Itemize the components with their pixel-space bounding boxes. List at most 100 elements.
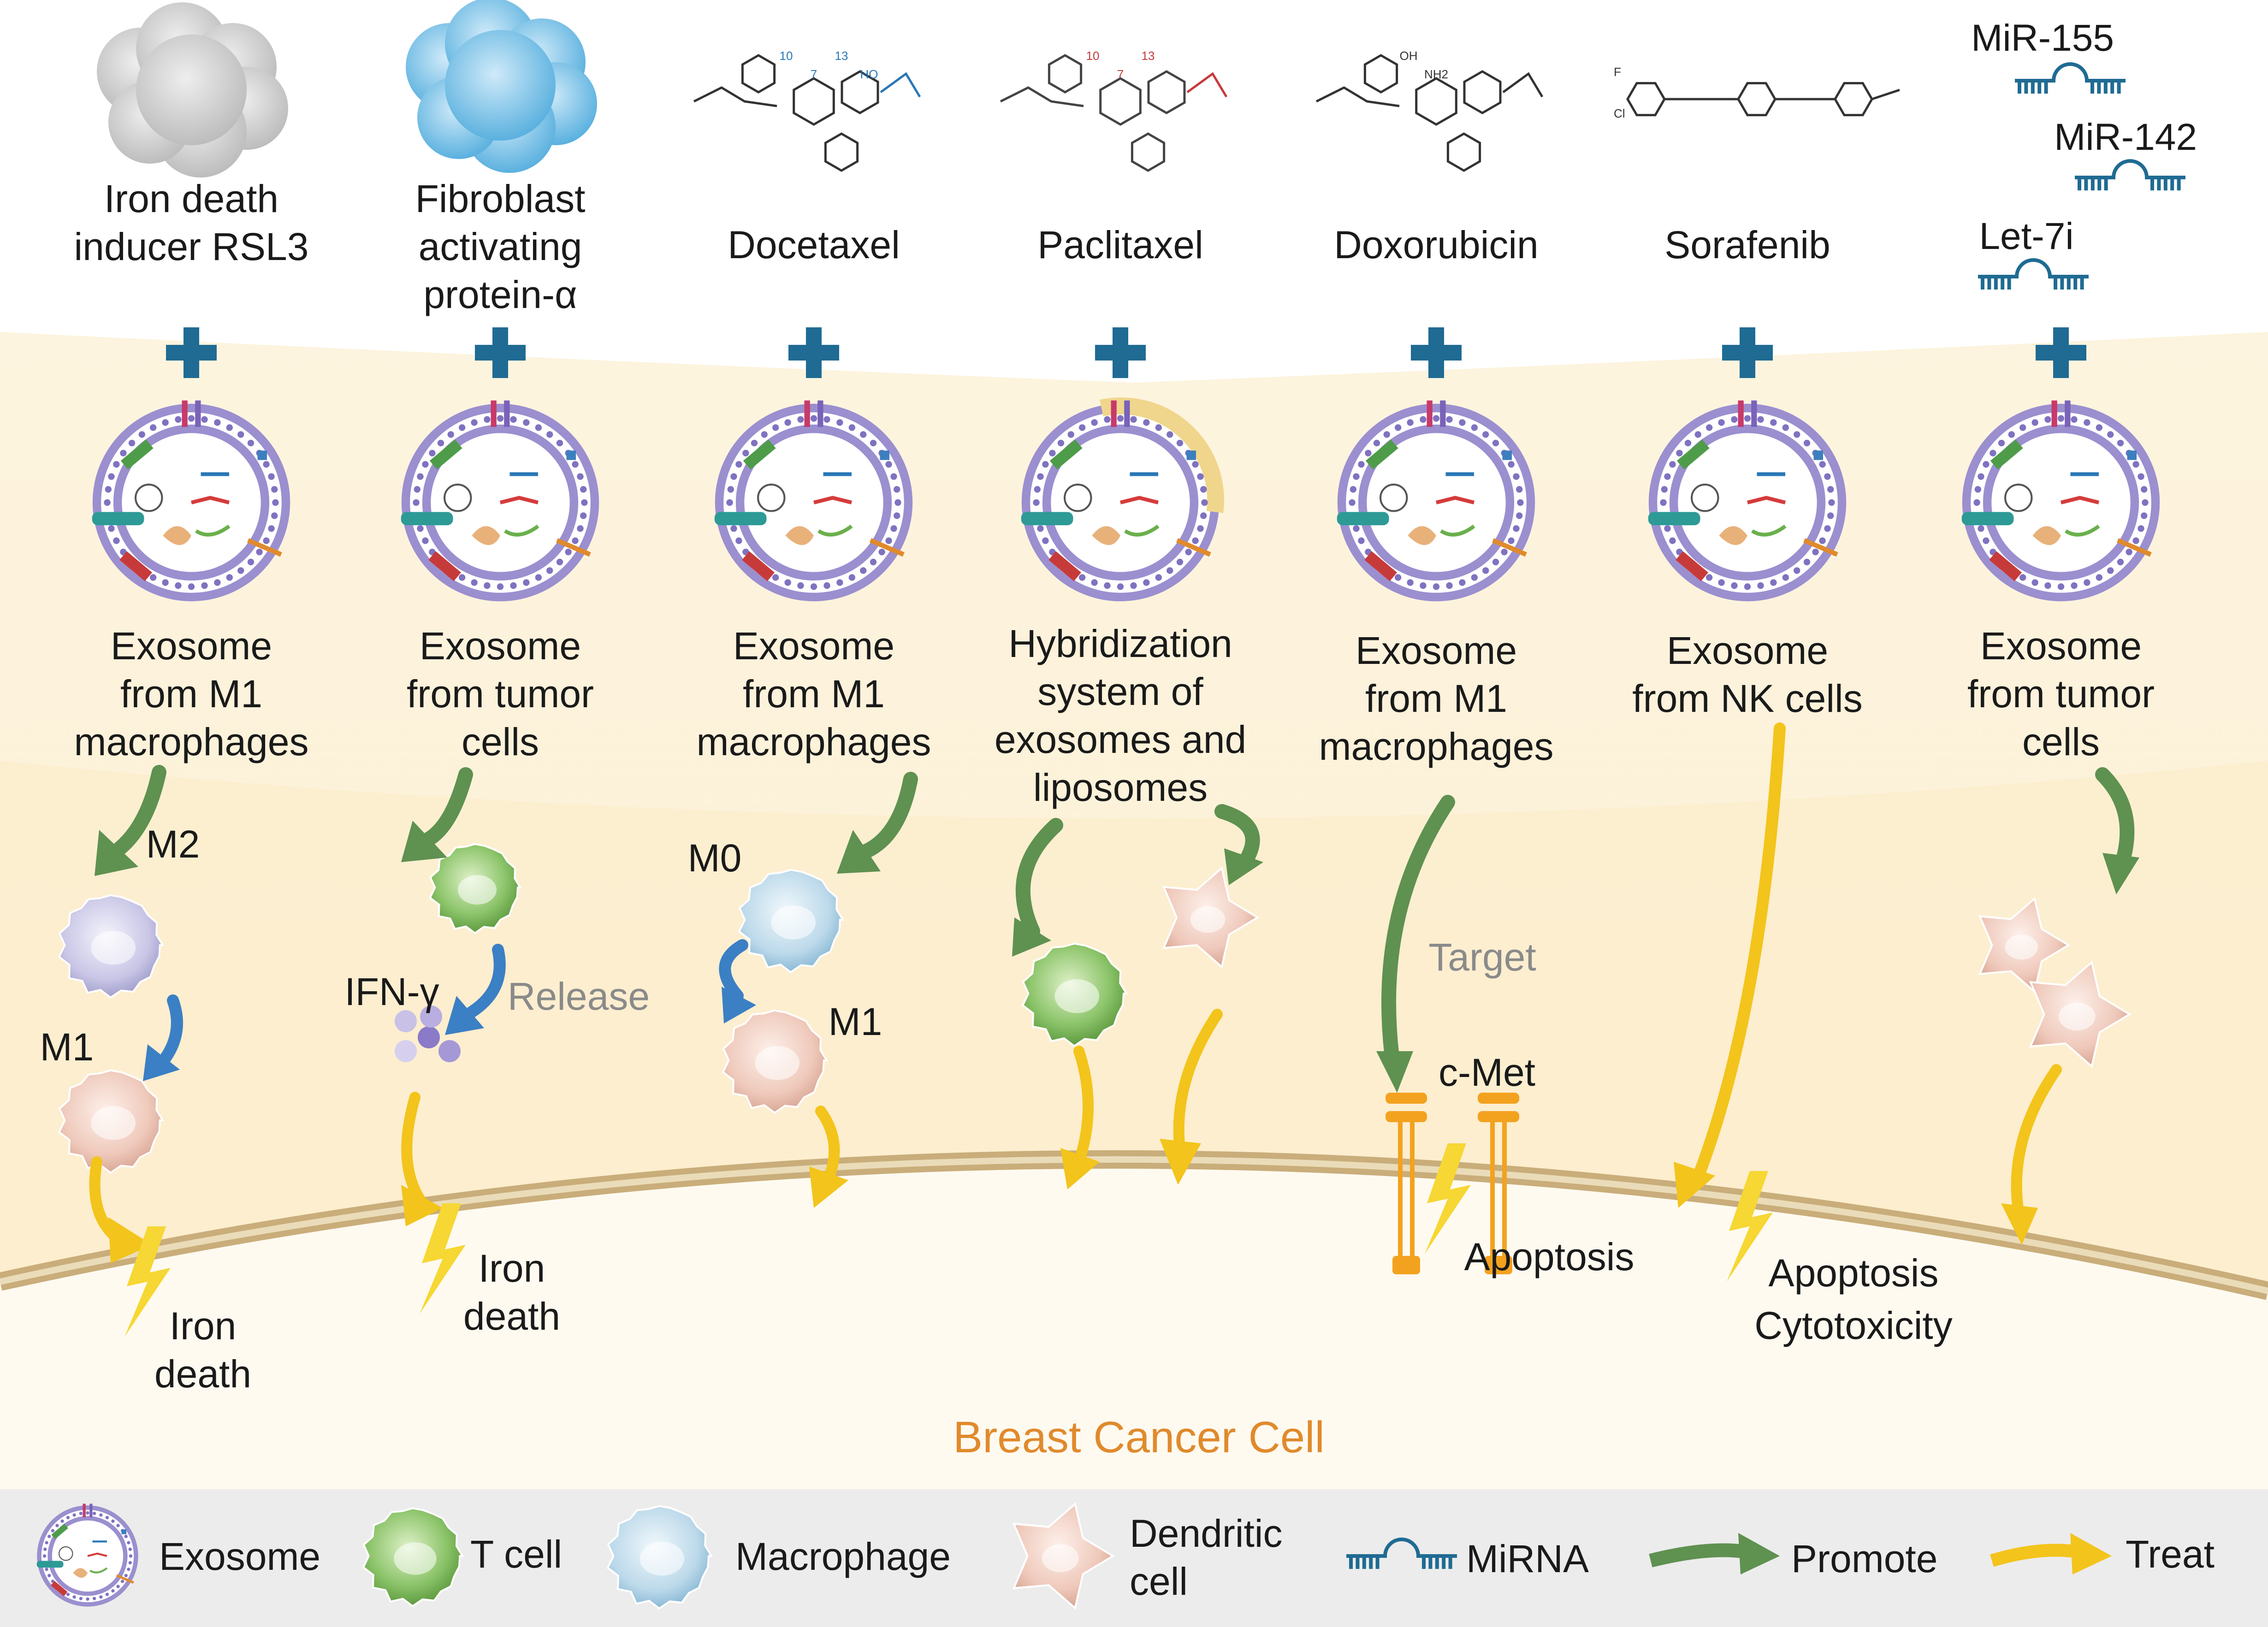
plus-icon: [1095, 327, 1146, 378]
treat-arrow: [89, 1156, 152, 1263]
exosome-carrier: [1961, 400, 2160, 602]
atom-label: 10: [780, 49, 793, 63]
atom-label: F: [1614, 65, 1621, 79]
macrophage-m1: [722, 1009, 829, 1114]
treat-arrow: [1674, 722, 1786, 1208]
legend-label: Macrophage: [735, 1535, 951, 1578]
sorafenib-structure-icon: F Cl: [1614, 65, 1900, 120]
dendritic-cell: [1162, 866, 1260, 969]
lightning-icon: [124, 1226, 171, 1337]
carrier-label: from tumor: [1967, 672, 2155, 716]
outcome-label: Cytotoxicity: [1754, 1304, 1952, 1347]
atom-label: 13: [1142, 49, 1155, 63]
legend-label: Promote: [1791, 1537, 1937, 1580]
atom-label: 7: [811, 67, 817, 81]
target-label: Target: [1428, 935, 1536, 979]
plus-icon: [1411, 327, 1462, 378]
cargo-label: protein-α: [423, 273, 577, 316]
promote-arrow: [1376, 795, 1455, 1093]
exosome-carrier: [401, 400, 599, 602]
plus-icon: [788, 327, 839, 378]
atom-label: HO: [860, 67, 878, 81]
breast-cancer-cell: [0, 1159, 2268, 1489]
carrier-label: liposomes: [1033, 766, 1208, 809]
carrier-label: Exosome: [733, 624, 894, 668]
carrier-label: exosomes and: [995, 718, 1246, 761]
legend-label: MiRNA: [1466, 1537, 1589, 1580]
promote-arrow: [837, 772, 918, 874]
c-met-receptor: [1386, 1093, 1427, 1274]
promote-arrow: [1012, 818, 1063, 957]
lightning-icon: [1727, 1171, 1773, 1282]
cargo-label: Paclitaxel: [1037, 223, 1203, 266]
promote-arrow: [401, 767, 473, 862]
promote-arrow: [95, 765, 166, 876]
atom-label: 10: [1086, 49, 1100, 63]
macrophage-m1: [58, 1069, 165, 1174]
mirna-label: MiR-142: [2054, 116, 2197, 158]
cargo-label: Sorafenib: [1664, 223, 1830, 266]
macrophage-icon: [606, 1505, 713, 1610]
m2-label: M2: [146, 822, 200, 866]
legend-label: T cell: [470, 1532, 562, 1576]
m1-label: M1: [40, 1025, 94, 1069]
mirna-142-icon: [2075, 159, 2185, 190]
promote-arrow: [2095, 767, 2139, 894]
t-cell-icon: [362, 1507, 464, 1608]
atom-label: 13: [835, 49, 848, 63]
cargo-label: Doxorubicin: [1334, 223, 1539, 266]
carrier-label: Exosome: [1667, 629, 1828, 672]
carrier-label: Exosome: [1980, 624, 2142, 668]
let-7i-icon: [1978, 258, 2089, 290]
atom-label: Cl: [1614, 106, 1625, 120]
outcome-label: Iron: [170, 1304, 237, 1348]
c-met-receptor: [1478, 1093, 1519, 1274]
carrier-label: macrophages: [1319, 725, 1554, 768]
carrier-label: cells: [2022, 720, 2100, 763]
protein-blob-grey-icon: [97, 2, 288, 177]
c-met-label: c-Met: [1439, 1051, 1535, 1094]
carrier-label: Exosome: [1356, 629, 1517, 672]
cargo-label: activating: [419, 225, 582, 268]
macrophage-m2: [58, 894, 165, 999]
plus-icon: [475, 327, 526, 378]
treat-arrow: [1060, 1046, 1100, 1189]
treat-arrow: [2001, 1064, 2062, 1245]
carrier-label: from M1: [743, 672, 885, 716]
carrier-label: Hybridization: [1008, 622, 1232, 665]
carrier-label: macrophages: [74, 720, 309, 763]
atom-label: 7: [1117, 67, 1124, 81]
promote-arrow: [1214, 804, 1263, 885]
legend-label: cell: [1130, 1560, 1188, 1603]
promote-arrow-icon: [1649, 1533, 1780, 1574]
carrier-label: from tumor: [407, 672, 594, 716]
treat-arrow-icon: [1990, 1533, 2112, 1574]
outcome-label: Apoptosis: [1769, 1251, 1939, 1295]
carrier-label: from NK cells: [1632, 677, 1862, 720]
ifn-gamma-label: IFN-γ: [344, 970, 439, 1013]
atom-label: NH2: [1424, 67, 1448, 81]
ifn-gamma-molecules: [395, 1006, 461, 1062]
differentiate-arrow: [445, 944, 506, 1035]
plus-icon: [1722, 327, 1773, 378]
outcome-label: Apoptosis: [1464, 1235, 1634, 1278]
carrier-label: from M1: [120, 672, 262, 716]
legend-label: Dendritic: [1130, 1512, 1282, 1555]
outcome-label: Iron: [479, 1247, 545, 1290]
carrier-label: Exosome: [420, 624, 581, 668]
differentiate-arrow: [143, 994, 183, 1081]
paclitaxel-structure-icon: 10 7 13: [1000, 49, 1228, 172]
treat-arrow: [809, 1106, 848, 1208]
lightning-icon: [1425, 1143, 1471, 1254]
exosome-carrier: [1337, 400, 1535, 602]
mirna-icon: [1346, 1538, 1457, 1569]
mirna-label: MiR-155: [1971, 17, 2114, 59]
treat-arrow: [1160, 1009, 1223, 1185]
t-cell: [429, 843, 522, 935]
lightning-icon: [420, 1203, 466, 1314]
dendritic-cell-icon: [1012, 1502, 1115, 1610]
exosome-carrier: [1648, 400, 1847, 602]
